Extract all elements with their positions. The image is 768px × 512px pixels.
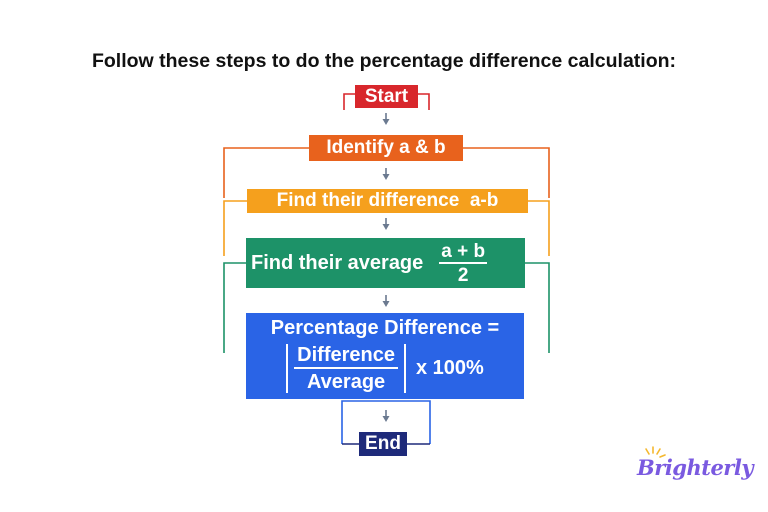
percentage-formula: Difference Average x 100% [286,344,484,393]
arrow-4 [382,295,390,307]
identify-node: Identify a & b [309,135,463,161]
average-node: Find their average a + b 2 [246,238,525,288]
logo-text: Brighterly [637,455,754,480]
difference-label: Find their difference a-b [276,190,499,211]
arrow-5 [382,410,390,422]
percentage-loop [341,400,431,444]
arrow-2 [382,168,390,180]
percentage-denominator: Average [306,371,386,393]
percentage-numerator: Difference [294,345,398,369]
arrow-3 [382,218,390,230]
average-denominator: 2 [457,264,469,286]
brighterly-logo: Brighterly [633,445,754,481]
start-node: Start [355,85,418,108]
identify-label: Identify a & b [326,137,446,158]
average-label: Find their average [251,251,424,274]
difference-node: Find their difference a-b [247,189,528,213]
logo-rays-icon [645,446,666,458]
end-label: End [365,433,401,454]
absolute-value-bars: Difference Average [286,344,406,393]
arrow-1 [382,113,390,125]
percentage-title: Percentage Difference = [270,317,500,339]
percentage-fraction: Difference Average [294,345,398,392]
end-node: End [359,432,407,456]
page-heading: Follow these steps to do the percentage … [91,50,677,72]
average-numerator: a + b [439,240,488,264]
percentage-multiplier: x 100% [415,357,484,379]
percentage-node: Percentage Difference = Difference Avera… [246,313,524,399]
start-label: Start [364,85,409,107]
average-fraction: a + b 2 [439,240,488,286]
